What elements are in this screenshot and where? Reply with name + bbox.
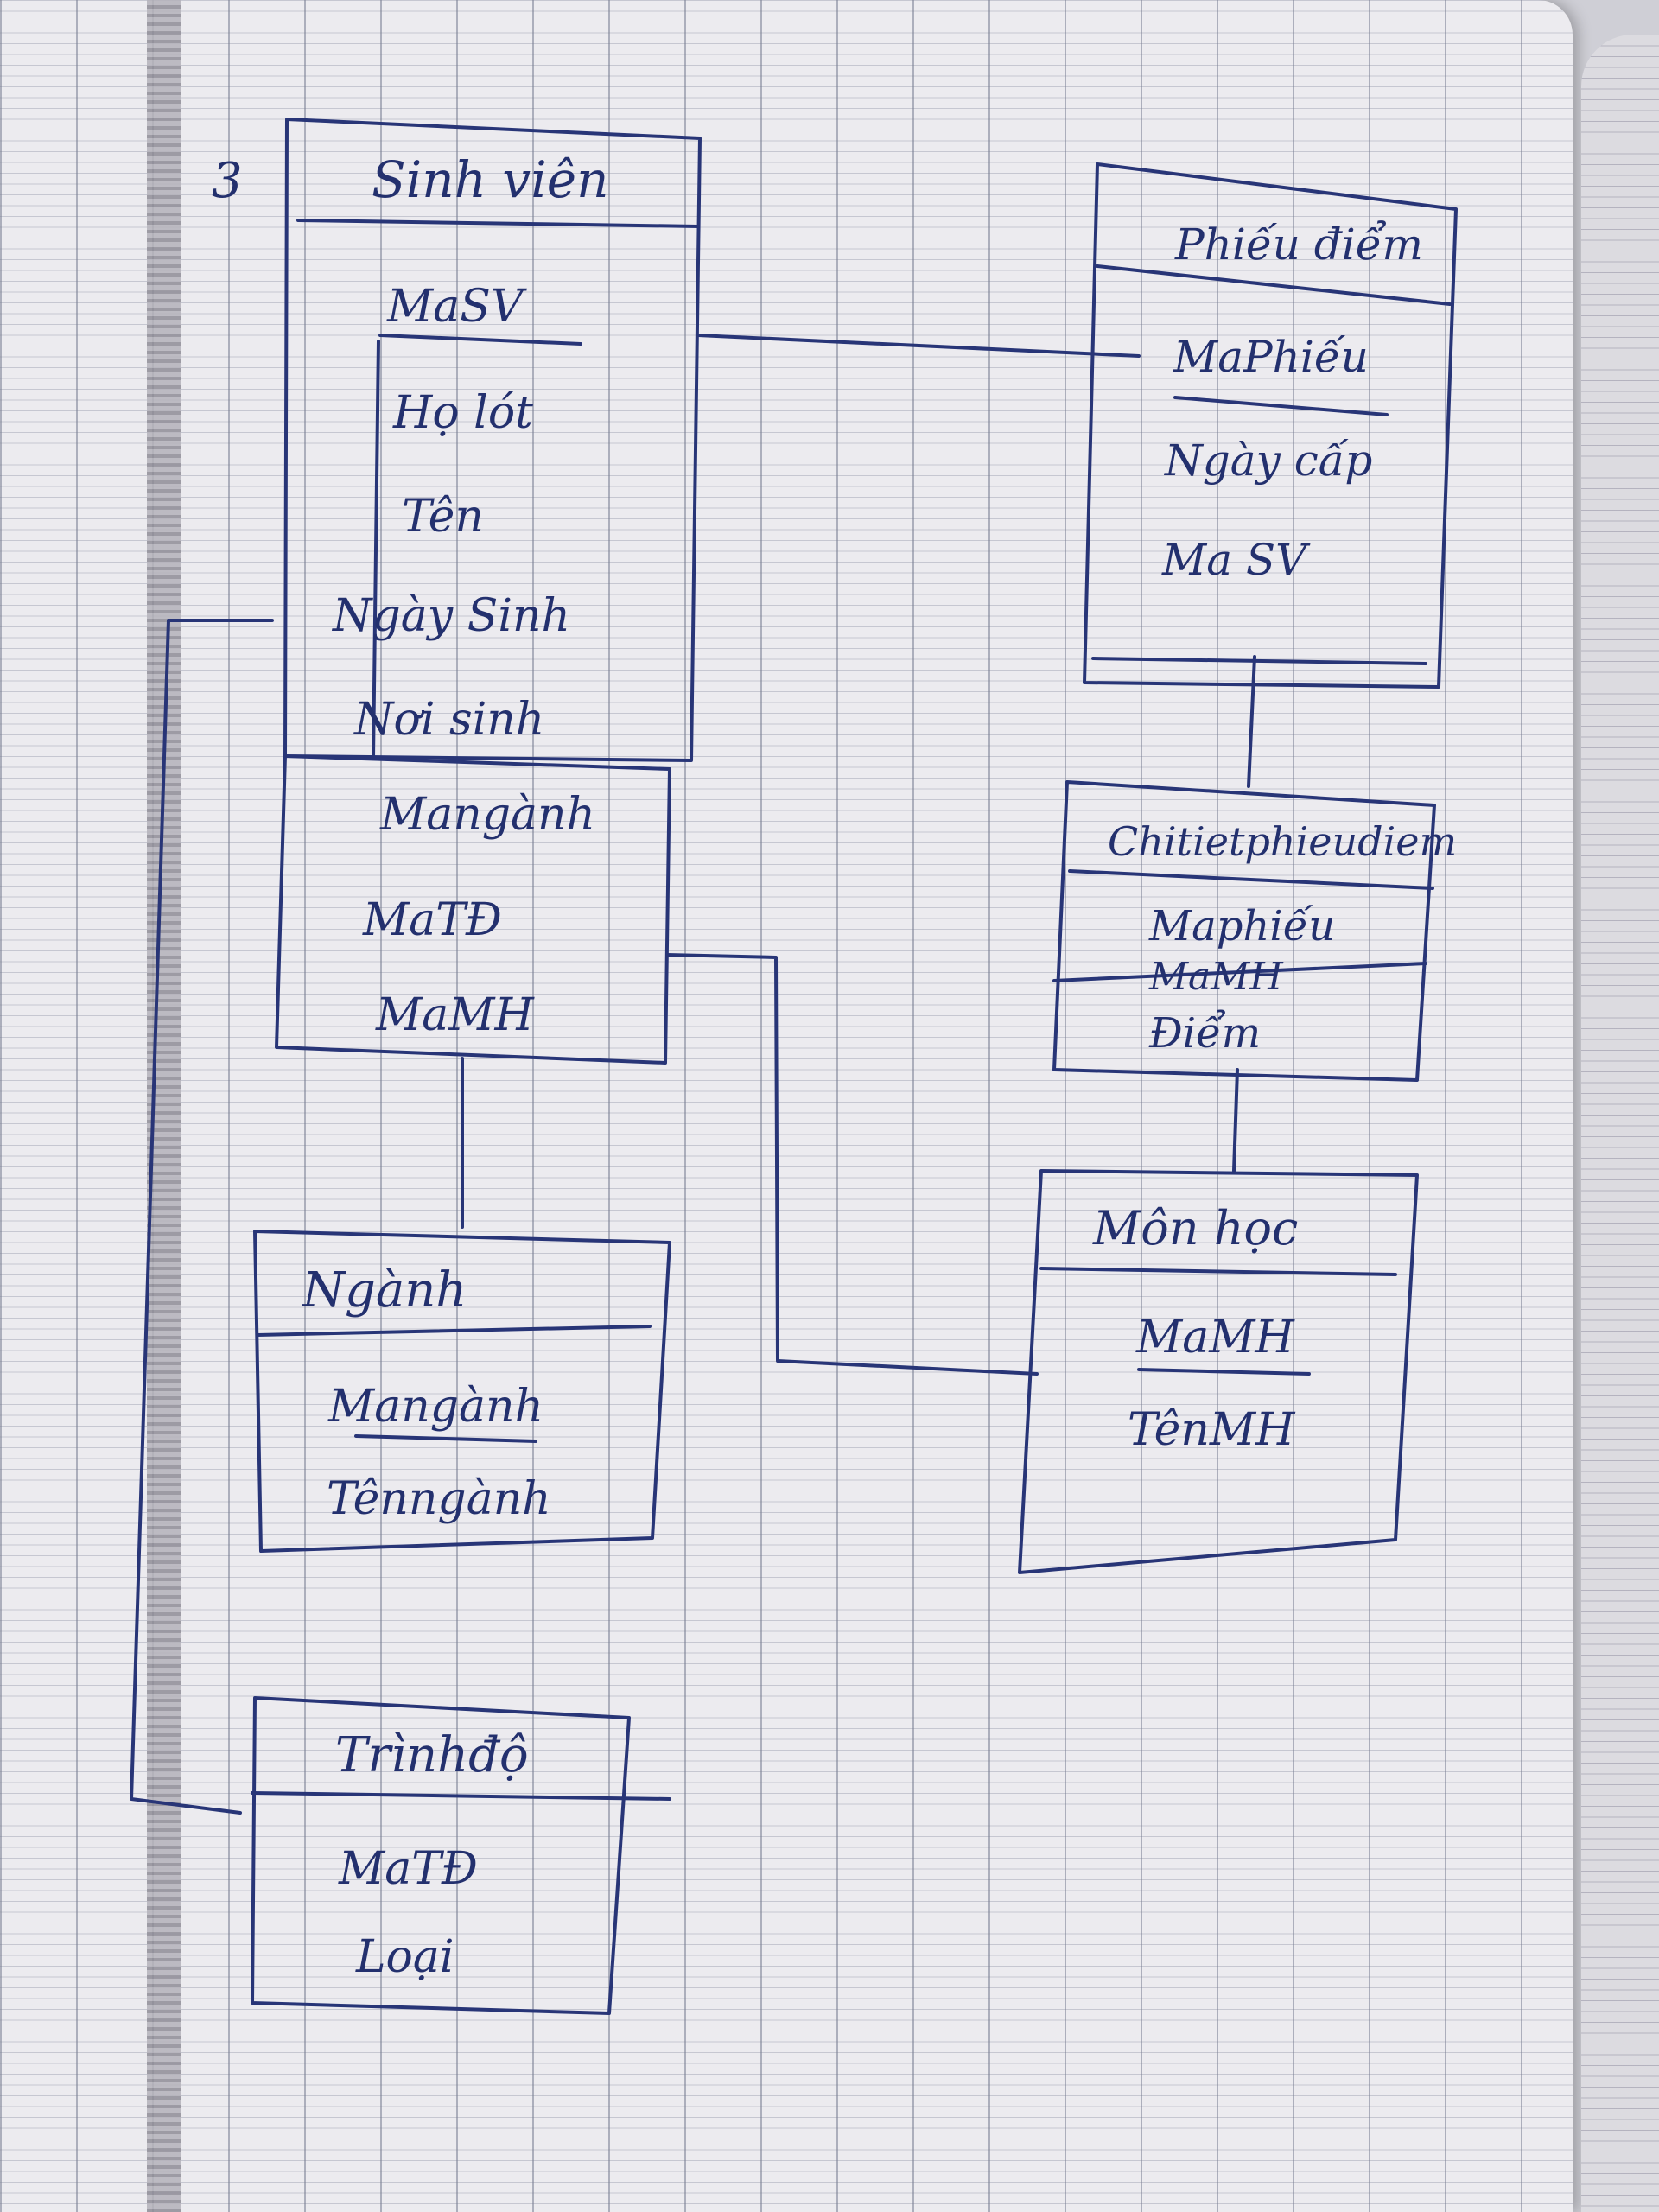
entity-nganh-attr-manganh: Mangành — [327, 1381, 543, 1433]
page-number: 3 — [212, 153, 243, 209]
entity-phieudiem-key-underline — [1173, 396, 1389, 416]
relation-sinhvien-trinhdo — [130, 619, 274, 1815]
entity-trinhdo-box — [251, 1696, 631, 2015]
relation-chitiet-monhoc — [1232, 1068, 1239, 1173]
next-notebook-page — [1581, 35, 1659, 2212]
entity-nganh-title: Ngành — [301, 1262, 467, 1319]
entity-phieudiem: Phiếu điểm MaPhiếu Ngày cấp Ma SV — [1083, 162, 1458, 689]
relation-sinhvien-monhoc — [665, 953, 1039, 1376]
entity-sinhvien-attr-matd: MaTĐ — [362, 894, 502, 946]
entity-nganh-box — [253, 1230, 671, 1553]
entity-sinhvien-attr-manganh: Mangành — [379, 789, 595, 841]
entity-chitietphieudiem: Chitietphieudiem Maphiếu MaMH Điểm — [1052, 780, 1457, 1082]
entity-sinhvien-attr-holot: Họ lót — [392, 387, 533, 439]
entity-phieudiem-title: Phiếu điểm — [1174, 219, 1423, 270]
entity-nganh-key-underline — [354, 1434, 537, 1443]
relation-sinhvien-phieudiem — [696, 334, 1141, 358]
entity-monhoc-box — [1018, 1169, 1419, 1574]
entity-phieudiem-attr-maphieu: MaPhiếu — [1173, 332, 1369, 382]
entity-sinhvien-attr-ten: Tên — [402, 491, 484, 543]
entity-monhoc-attr-tenmh: TênMH — [1128, 1404, 1296, 1456]
entity-sinhvien-attr-ngaysinh: Ngày Sinh — [331, 590, 570, 642]
entity-monhoc-attr-mamh: MaMH — [1135, 1312, 1295, 1363]
entity-trinhdo-title: Trìnhđộ — [335, 1727, 529, 1783]
entity-chitietphieudiem-header-line — [1068, 869, 1434, 890]
entity-sinhvien-lower-box — [275, 754, 671, 1065]
entity-phieudiem-box — [1083, 162, 1458, 689]
entity-sinhvien-attr-noisinh: Nơi sinh — [353, 694, 544, 746]
entity-phieudiem-attr-ngaycap: Ngày cấp — [1164, 435, 1372, 486]
entity-sinhvien-header-line — [296, 219, 700, 228]
entity-chitietphieudiem-attr-diem: Điểm — [1148, 1009, 1261, 1058]
entity-sinhvien-attr-mamh: MaMH — [375, 989, 535, 1041]
entity-chitietphieudiem-attr-mamh: MaMH — [1148, 955, 1284, 999]
entity-sinhvien-key-underline — [378, 334, 582, 346]
entity-phieudiem-bottom-line — [1091, 657, 1427, 665]
entity-chitietphieudiem-title: Chitietphieudiem — [1108, 818, 1457, 865]
entity-nganh-attr-tennganh: Tênngành — [327, 1473, 551, 1525]
entity-chitietphieudiem-attr-maphieu: Maphiếu — [1148, 902, 1335, 950]
entity-trinhdo-attr-loai: Loại — [355, 1931, 454, 1983]
entity-trinhdo: Trìnhđộ MaTĐ Loại — [251, 1696, 671, 2015]
entity-sinhvien-title: Sinh viên — [372, 150, 608, 209]
entity-sinhvien-attr-masv: MaSV — [386, 281, 527, 333]
entity-chitietphieudiem-key-line — [1052, 962, 1427, 982]
relation-phieudiem-chitiet — [1247, 655, 1256, 788]
entity-monhoc-title: Môn học — [1092, 1201, 1298, 1255]
entity-phieudiem-attr-masv: Ma SV — [1161, 535, 1311, 585]
entity-nganh-header-line — [256, 1325, 652, 1337]
entity-trinhdo-attr-matd: MaTĐ — [338, 1843, 478, 1895]
entity-monhoc: Môn học MaMH TênMH — [1018, 1169, 1419, 1574]
notebook-page — [0, 0, 1573, 2212]
entity-monhoc-key-underline — [1137, 1368, 1311, 1376]
entity-sinhvien: Sinh viên MaSV Họ lót Tên Ngày Sinh Nơi … — [275, 118, 702, 1065]
entity-sinhvien-column-line — [372, 340, 380, 760]
entity-nganh: Ngành Mangành Tênngành — [253, 1230, 671, 1553]
entity-trinhdo-header-line — [251, 1791, 671, 1801]
entity-monhoc-header-line — [1039, 1267, 1397, 1276]
entity-sinhvien-box — [283, 118, 702, 762]
entity-chitietphieudiem-box — [1052, 780, 1436, 1082]
entity-phieudiem-header-line — [1096, 264, 1452, 306]
